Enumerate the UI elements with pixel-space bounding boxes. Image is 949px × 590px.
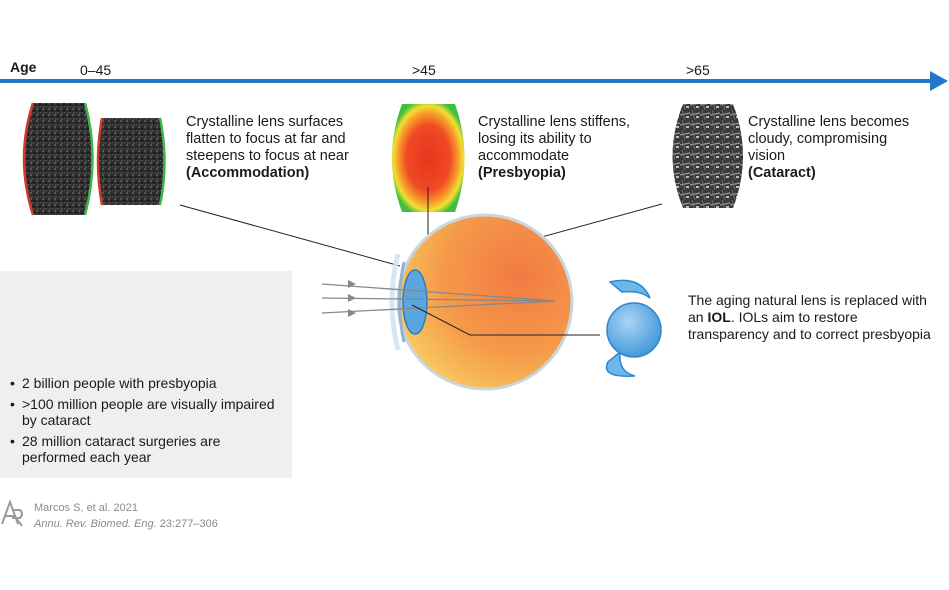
stage-accommodation-description: Crystalline lens surfaces flatten to foc… [186,114,349,164]
stage-presbyopia-description: Crystalline lens stiffens, losing its ab… [478,114,631,164]
stage-cataract-text: Crystalline lens becomes cloudy, comprom… [748,114,913,182]
intraocular-lens-iol [605,279,662,377]
stat-visually-impaired: >100 million people are visually impaire… [8,396,288,429]
citation: Marcos S, et al. 2021 Annu. Rev. Biomed.… [34,500,218,532]
stage-accommodation-text: Crystalline lens surfaces flatten to foc… [186,114,376,182]
stage-accommodation-term: (Accommodation) [186,165,310,181]
citation-pages: 23:277–306 [159,518,218,530]
stats-list: 2 billion people with presbyopia >100 mi… [8,375,288,470]
eye-cross-section [321,213,574,391]
stat-presbyopia: 2 billion people with presbyopia [8,375,288,392]
iol-text-before: The aging natural lens is replaced with … [688,292,927,325]
tick-over-45: >45 [412,62,436,78]
cataract-lens [672,104,743,208]
iol-description: The aging natural lens is replaced with … [688,292,938,343]
stat-cataract-surgeries: 28 million cataract surgeries are perfor… [8,433,288,466]
tick-0-45: 0–45 [80,62,112,78]
stats-panel: 2 billion people with presbyopia >100 mi… [0,271,292,478]
stage-cataract-description: Crystalline lens becomes cloudy, comprom… [748,114,910,164]
timeline-arrowhead [930,71,948,91]
age-timeline-bar [0,79,935,83]
accommodation-lens-near [22,102,94,216]
presbyopia-lens [392,104,465,212]
stage-presbyopia-text: Crystalline lens stiffens, losing its ab… [478,114,653,182]
stage-cataract-term: (Cataract) [748,165,816,181]
accommodation-lens-far [96,117,166,206]
iol-text-after: . IOLs aim to restore transparency and t… [688,309,931,342]
timeline-age-label: Age [10,59,37,75]
citation-authors: Marcos S, et al. 2021 [34,502,138,514]
iol-text-bold: IOL [707,309,731,325]
stage-presbyopia-term: (Presbyopia) [478,165,566,181]
annual-reviews-logo [0,499,23,527]
citation-journal: Annu. Rev. Biomed. Eng. [34,518,157,530]
tick-over-65: >65 [686,62,710,78]
